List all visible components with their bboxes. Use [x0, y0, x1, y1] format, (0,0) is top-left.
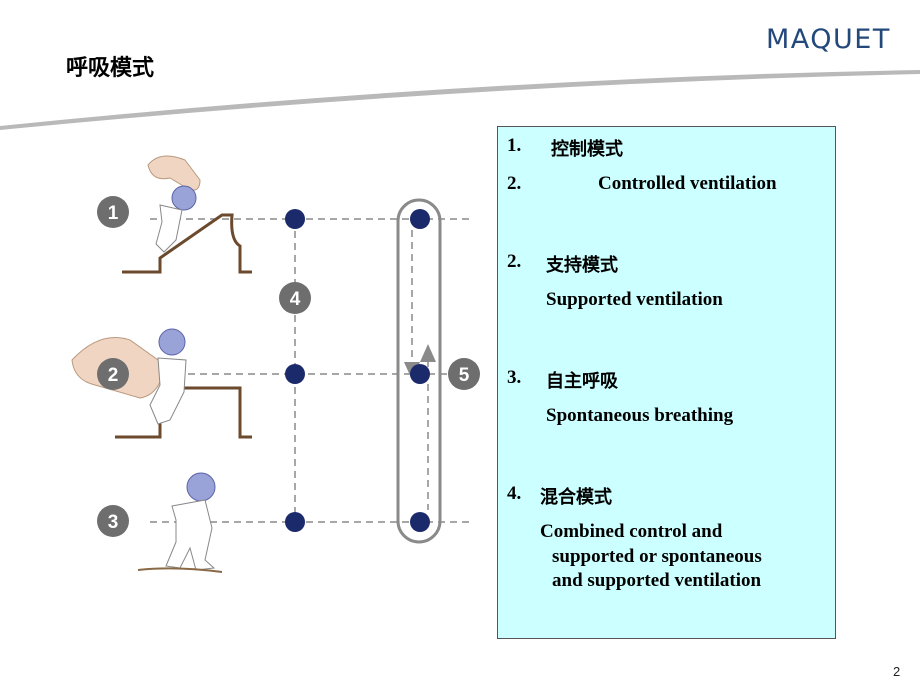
mode-4-en-line-3: and supported ventilation: [552, 570, 762, 591]
mode-dot-3a: [285, 512, 305, 532]
badge-1: 1: [97, 196, 129, 228]
mode-1-number: 1.: [507, 135, 522, 156]
badge-3-label: 3: [108, 512, 119, 533]
mode-dot-2b: [410, 364, 430, 384]
mode-dot-2a: [285, 364, 305, 384]
mode-4-en-line-1: Combined control and: [540, 521, 723, 542]
mode-2-en-label: Supported ventilation: [546, 289, 723, 310]
mode-3-zh-label: 自主呼吸: [546, 371, 618, 392]
figure-supported-2: [71, 328, 187, 425]
mode-dot-1b: [410, 209, 430, 229]
staircase-1: [122, 213, 252, 274]
mode-1-en-number: 2.: [507, 173, 522, 194]
mode-1-zh-label: 控制模式: [551, 139, 623, 160]
mode-1-en-label: Controlled ventilation: [598, 173, 777, 194]
mode-2-zh-label: 支持模式: [546, 255, 618, 276]
maquet-logo: MAQUET: [766, 24, 891, 55]
badge-3: 3: [97, 505, 129, 537]
mode-4-en-line-2: supported or spontaneous: [552, 546, 762, 567]
mode-dot-3b: [410, 512, 430, 532]
badge-2-label: 2: [108, 365, 119, 386]
badge-4-label: 4: [290, 289, 301, 310]
badge-5-label: 5: [459, 365, 470, 386]
badge-2: 2: [97, 358, 129, 390]
modes-text-box: 1. 控制模式 2. Controlled ventilation 2. 支持模…: [497, 126, 836, 639]
mode-2-number: 2.: [507, 251, 522, 272]
mode-4-number: 4.: [507, 483, 522, 504]
figure-walking-3: [137, 472, 223, 573]
staircase-2: [115, 386, 252, 439]
mode-3-number: 3.: [507, 367, 522, 388]
mode-4-zh-label: 混合模式: [540, 487, 612, 508]
combined-mode-capsule: [396, 198, 442, 544]
mode-dot-1a: [285, 209, 305, 229]
header-swoosh-line: [0, 70, 920, 130]
page-number: 2: [893, 664, 901, 679]
mode-3-en-label: Spontaneous breathing: [546, 405, 734, 426]
badge-5: 5: [448, 358, 480, 390]
slide-title: 呼吸模式: [66, 56, 155, 81]
figure-carried-1: [147, 155, 201, 253]
badge-1-label: 1: [108, 203, 119, 224]
badge-4: 4: [279, 282, 311, 314]
arrow-up-icon: [420, 344, 436, 362]
